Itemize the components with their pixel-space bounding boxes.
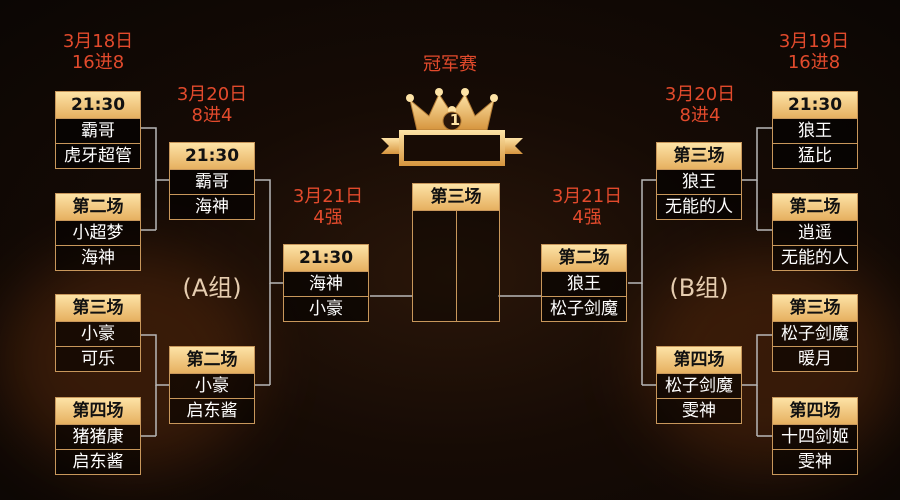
date-text: 3月20日 [176,84,248,105]
team-name: 无能的人 [772,246,858,271]
date-label-qf-right: 3月20日 8进4 [650,84,750,126]
team-name: 雯神 [656,399,742,424]
team-name: 猛比 [772,144,858,169]
match-card-right-sf[interactable]: 第二场 狼王 松子剑魔 [541,244,627,322]
team-name: 狼王 [772,119,858,144]
match-header: 第二场 [772,193,858,221]
team-name: 无能的人 [656,195,742,220]
match-card-right-r16-1[interactable]: 21:30 狼王 猛比 [772,91,858,169]
team-name: 霸哥 [169,170,255,195]
team-name: 松子剑魔 [541,297,627,322]
group-a-label: (A组) [182,274,242,302]
date-text: 3月19日 [778,31,850,52]
crown-number: 1 [449,111,461,129]
match-card-left-r16-3[interactable]: 第三场 小豪 可乐 [55,294,141,372]
date-label-qf-left: 3月20日 8进4 [162,84,262,126]
date-text: 3月21日 [551,186,623,207]
match-card-right-r16-4[interactable]: 第四场 十四剑姬 雯神 [772,397,858,475]
date-label-sf-right: 3月21日 4强 [537,186,637,228]
crown-icon [381,88,523,166]
team-name: 启东酱 [55,450,141,475]
date-text: 3月18日 [62,31,134,52]
match-card-left-r16-2[interactable]: 第二场 小超梦 海神 [55,193,141,271]
match-card-left-r16-4[interactable]: 第四场 猪猪康 启东酱 [55,397,141,475]
date-label-sf-left: 3月21日 4强 [278,186,378,228]
round-text: 16进8 [71,52,125,73]
team-name: 狼王 [541,272,627,297]
team-name: 霸哥 [55,119,141,144]
match-card-right-qf-2[interactable]: 第四场 松子剑魔 雯神 [656,346,742,424]
match-header: 第三场 [413,184,499,211]
match-card-right-qf-1[interactable]: 第三场 狼王 无能的人 [656,142,742,220]
team-name: 小豪 [283,297,369,322]
team-name: 狼王 [656,170,742,195]
team-name: 十四剑姬 [772,425,858,450]
team-name: 松子剑魔 [656,374,742,399]
team-name: 松子剑魔 [772,322,858,347]
match-header: 第四场 [55,397,141,425]
match-card-left-r16-1[interactable]: 21:30 霸哥 虎牙超管 [55,91,141,169]
team-name: 海神 [169,195,255,220]
match-card-right-r16-3[interactable]: 第三场 松子剑魔 暖月 [772,294,858,372]
team-name: 逍遥 [772,221,858,246]
date-text: 3月20日 [664,84,736,105]
team-name: 雯神 [772,450,858,475]
match-header: 第二场 [55,193,141,221]
group-b-label: (B组) [669,274,729,302]
match-card-right-r16-2[interactable]: 第二场 逍遥 无能的人 [772,193,858,271]
match-header: 第三场 [55,294,141,322]
round-text: 4强 [572,207,602,228]
championship-title: 冠军赛 [423,54,477,75]
team-name: 小豪 [169,374,255,399]
match-header: 第二场 [541,244,627,272]
match-card-left-qf-1[interactable]: 21:30 霸哥 海神 [169,142,255,220]
round-text: 4强 [313,207,343,228]
match-header: 21:30 [772,91,858,119]
team-name: 海神 [283,272,369,297]
team-name: 小豪 [55,322,141,347]
match-header: 第三场 [656,142,742,170]
match-card-left-sf[interactable]: 21:30 海神 小豪 [283,244,369,322]
match-header: 第四场 [656,346,742,374]
match-header: 第三场 [772,294,858,322]
team-name: 暖月 [772,347,858,372]
team-name: 小超梦 [55,221,141,246]
team-name: 可乐 [55,347,141,372]
team-name: 海神 [55,246,141,271]
team-name: 虎牙超管 [55,144,141,169]
match-card-left-qf-2[interactable]: 第二场 小豪 启东酱 [169,346,255,424]
match-header: 21:30 [283,244,369,272]
team-name: 启东酱 [169,399,255,424]
final-divider [456,211,457,321]
round-text: 8进4 [679,105,721,126]
team-name: 猪猪康 [55,425,141,450]
match-header: 21:30 [55,91,141,119]
date-label-r16-left: 3月18日 16进8 [48,31,148,73]
final-match-card[interactable]: 第三场 [412,183,500,322]
match-header: 第二场 [169,346,255,374]
match-header: 第四场 [772,397,858,425]
round-text: 8进4 [191,105,233,126]
date-text: 3月21日 [292,186,364,207]
match-header: 21:30 [169,142,255,170]
date-label-r16-right: 3月19日 16进8 [764,31,864,73]
round-text: 16进8 [787,52,841,73]
